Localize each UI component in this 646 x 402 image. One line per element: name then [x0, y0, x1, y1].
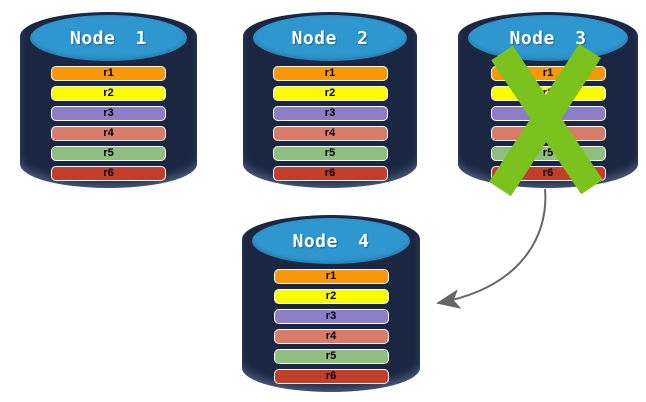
node-3-cylinder-top: Node 3 [468, 15, 628, 61]
node-title: Node 2 [291, 27, 369, 49]
replica-bar: r2 [273, 289, 389, 304]
replica-bar: r6 [51, 166, 166, 181]
replica-bar: r1 [273, 269, 389, 284]
node-1-cylinder-top: Node 1 [30, 15, 187, 61]
replica-bar: r6 [272, 166, 388, 181]
replica-bar: r5 [51, 146, 166, 161]
replica-bar: r3 [272, 106, 388, 121]
node-1-cylinder: Node 1 r1 r2 r3 r4 r5 r6 [20, 12, 197, 188]
node-4-cylinder: Node 4 r1 r2 r3 r4 r5 r6 [242, 215, 420, 392]
replica-bar: r4 [51, 126, 166, 141]
node-2-cylinder: Node 2 r1 r2 r3 r4 r5 r6 [243, 12, 417, 188]
replica-bar: r1 [272, 66, 388, 81]
replica-bar: r4 [272, 126, 388, 141]
node-3-cylinder: Node 3 r1 r2 r3 r4 r5 r6 [458, 12, 638, 197]
replica-bar: r6 [273, 369, 389, 384]
node-4-cylinder-top: Node 4 [252, 218, 410, 264]
replica-bar: r5 [272, 146, 388, 161]
replica-bar: r3 [273, 309, 389, 324]
node-title: Node 1 [69, 27, 148, 49]
node-1-replica-list: r1 r2 r3 r4 r5 r6 [20, 66, 197, 181]
replica-bar: r5 [273, 349, 389, 364]
node-title: Node 3 [509, 27, 587, 49]
replica-bar: r3 [51, 106, 166, 121]
replica-bar: r2 [51, 86, 166, 101]
node-2-replica-list: r1 r2 r3 r4 r5 r6 [243, 66, 417, 181]
replica-bar: r1 [51, 66, 166, 81]
replica-bar: r4 [273, 329, 389, 344]
replica-bar: r2 [272, 86, 388, 101]
node-title: Node 4 [292, 230, 370, 252]
node-2-cylinder-top: Node 2 [253, 15, 407, 61]
node-4-replica-list: r1 r2 r3 r4 r5 r6 [242, 269, 420, 384]
failure-x-icon [489, 43, 603, 197]
